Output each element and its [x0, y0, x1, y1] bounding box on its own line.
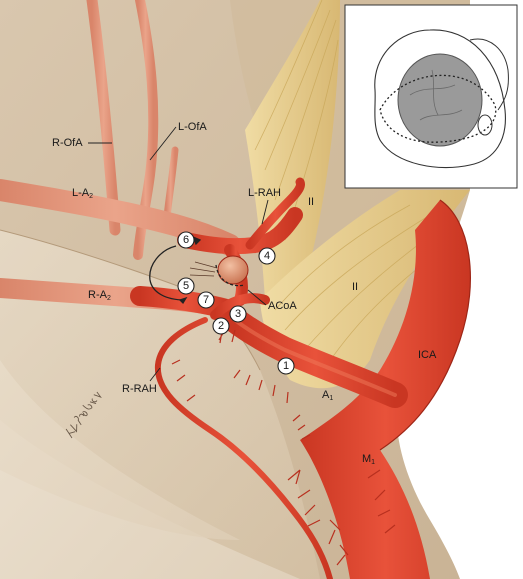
label-left-a2: L-A2: [72, 187, 93, 200]
marker-4: 4: [258, 247, 276, 265]
a1-segment: [222, 307, 408, 408]
label-optic-nerve-lower: II: [352, 281, 358, 293]
label-anterior-communicating-artery: ACoA: [268, 300, 297, 312]
label-a1-sub: 1: [329, 395, 333, 402]
marker-7: 7: [197, 291, 215, 309]
acoa-complex: [177, 177, 305, 320]
label-right-a2-sub: 2: [107, 295, 111, 302]
anatomy-labels: R-OfA L-OfA L-A2 R-A2 L-RAH R-RAH ACoA I…: [52, 121, 437, 466]
label-a1: A1: [322, 389, 333, 402]
marker-6: 6: [177, 231, 195, 249]
label-right-a2: R-A2: [88, 289, 111, 302]
label-right-olfactory-artery: R-OfA: [52, 137, 83, 149]
label-m1: M1: [362, 453, 375, 466]
inset-head-overview: [344, 4, 518, 189]
label-left-a2-main: L-A: [72, 187, 90, 199]
marker-3: 3: [229, 305, 247, 323]
marker-2-label: 2: [218, 320, 224, 332]
marker-7-label: 7: [203, 294, 209, 306]
label-left-a2-sub: 2: [89, 193, 93, 200]
label-right-recurrent-artery-of-heubner: R-RAH: [122, 383, 157, 395]
marker-2: 2: [212, 317, 230, 335]
label-optic-nerve-upper: II: [308, 196, 314, 208]
label-internal-carotid-artery: ICA: [418, 349, 437, 361]
marker-1-label: 1: [283, 360, 289, 372]
marker-4-label: 4: [264, 250, 270, 262]
marker-1: 1: [277, 357, 295, 375]
label-right-a2-main: R-A: [88, 289, 108, 301]
label-left-recurrent-artery-of-heubner: L-RAH: [248, 187, 281, 199]
label-a1-main: A: [322, 389, 330, 401]
numbered-markers: 1 2 3 4 5 6 7: [177, 231, 295, 375]
aneurysm-dome: [189, 255, 249, 287]
marker-6-label: 6: [183, 234, 189, 246]
right-recurrent-artery-of-heubner: [154, 317, 333, 579]
label-m1-sub: 1: [371, 459, 375, 466]
marker-3-label: 3: [235, 308, 241, 320]
marker-5-label: 5: [183, 280, 189, 292]
artist-signature: [65, 391, 102, 439]
label-left-olfactory-artery: L-OfA: [178, 121, 207, 133]
label-m1-main: M: [362, 453, 371, 465]
marker-5: 5: [177, 277, 195, 295]
